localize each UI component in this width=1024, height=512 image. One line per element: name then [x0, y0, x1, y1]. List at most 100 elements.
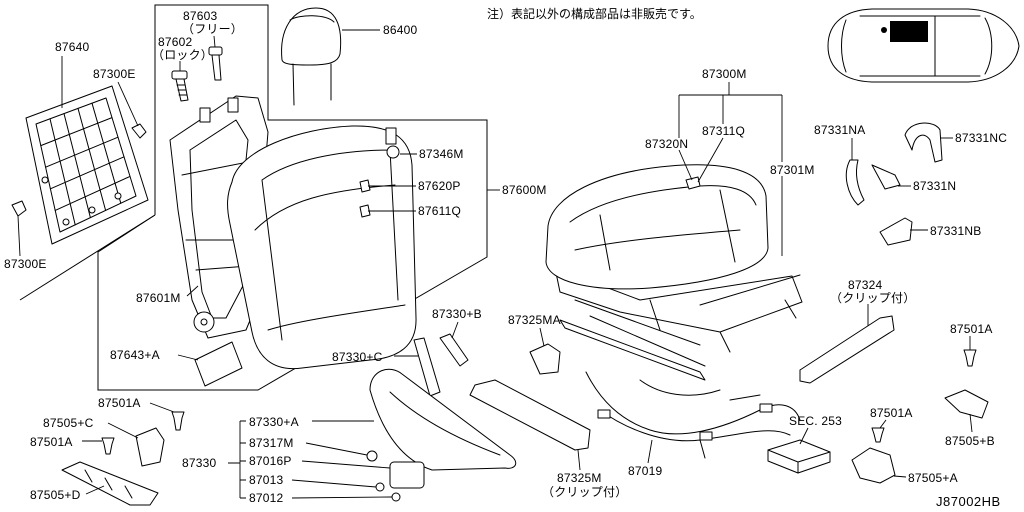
back-board-hole — [41, 176, 49, 184]
callout-87300e-top[interactable]: 87300E — [93, 67, 136, 81]
leader-87320n — [678, 149, 693, 181]
callout-87317m[interactable]: 87317M — [249, 436, 294, 450]
callout-87331na[interactable]: 87331NA — [814, 123, 865, 137]
back-cushion-seams — [254, 149, 406, 341]
callout-87019[interactable]: 87019 — [628, 464, 662, 478]
control-unit-sec-253 — [767, 439, 831, 474]
part-87324-drawing — [799, 315, 895, 384]
callout-87603[interactable]: 87603 — [183, 9, 217, 23]
part-87331nc-drawing — [904, 122, 943, 163]
leader-87330b — [451, 321, 459, 339]
back-board-hole — [114, 192, 122, 200]
callout-87611q[interactable]: 87611Q — [418, 204, 461, 218]
callout-87603-note: （フリー） — [182, 22, 243, 36]
leader-87330-bracket — [228, 420, 246, 499]
callout-87331n[interactable]: 87331N — [913, 179, 956, 193]
clip-87300e-top — [131, 123, 147, 139]
callout-87505a[interactable]: 87505+A — [908, 471, 958, 485]
callout-87600m[interactable]: 87600M — [502, 183, 547, 197]
leader-87505a — [893, 475, 907, 478]
callout-87320n[interactable]: 87320N — [645, 137, 688, 151]
callout-87620p[interactable]: 87620P — [418, 179, 461, 193]
guide-free-stem — [211, 54, 222, 81]
back-frame-tab — [227, 97, 239, 113]
cushion-frame-rails — [574, 274, 801, 367]
back-board-drawing — [11, 85, 149, 245]
callout-87505b[interactable]: 87505+B — [945, 434, 995, 448]
callout-87300m[interactable]: 87300M — [702, 67, 747, 81]
rail-cover-ribs — [84, 469, 133, 499]
callout-87330[interactable]: 87330 — [182, 456, 216, 470]
callout-labels: 注）表記以外の構成部品は非販売です。 87640 87300E 87603 （フ… — [4, 6, 1007, 509]
headrest-drawing — [281, 7, 342, 106]
callout-87602[interactable]: 87602 — [158, 35, 192, 49]
callout-87643a[interactable]: 87643+A — [110, 348, 160, 362]
callout-87331nc[interactable]: 87331NC — [955, 131, 1007, 145]
lever-87016p — [389, 461, 425, 489]
screw-87501a-left-bottom — [101, 437, 115, 455]
callout-86400[interactable]: 86400 — [383, 23, 417, 37]
clip-87611q — [359, 204, 371, 218]
harness-drawing — [585, 371, 831, 474]
back-board-inner — [35, 97, 137, 233]
part-87331nb-drawing — [879, 217, 913, 246]
leader-87325m — [577, 449, 581, 471]
part-87346m-knob — [386, 145, 400, 159]
callout-87012[interactable]: 87012 — [249, 491, 283, 505]
leader-87603 — [213, 35, 216, 48]
seat-back-group-frame — [97, 4, 488, 391]
leader-87311q — [697, 137, 724, 183]
callout-87505c[interactable]: 87505+C — [43, 416, 94, 430]
callout-87301m[interactable]: 87301M — [770, 163, 815, 177]
leader-87601m — [186, 285, 199, 297]
callout-sec-253[interactable]: SEC. 253 — [789, 414, 842, 428]
leader-87501a-left-top — [149, 402, 175, 413]
callout-87330a[interactable]: 87330+A — [249, 415, 299, 429]
callout-87330b[interactable]: 87330+B — [432, 307, 482, 321]
cushion-side-parts-drawing — [799, 122, 989, 484]
callout-87300e-bottom[interactable]: 87300E — [4, 257, 47, 271]
callout-87640[interactable]: 87640 — [55, 40, 89, 54]
callout-87501a-right[interactable]: 87501A — [950, 322, 993, 336]
bracket-87505c — [135, 427, 165, 467]
callout-87505d[interactable]: 87505+D — [30, 488, 81, 502]
callout-87325m[interactable]: 87325M — [557, 471, 602, 485]
cushion-frame-base — [554, 267, 803, 333]
headrest-post-left — [292, 63, 295, 106]
pad-87643a — [194, 341, 243, 387]
callout-87331nb[interactable]: 87331NB — [930, 224, 981, 238]
leader-87505d — [85, 485, 105, 495]
cushion-trim-clip — [685, 176, 701, 190]
seat-location-dot — [881, 27, 887, 33]
callout-87501a-mid[interactable]: 87501A — [870, 406, 913, 420]
harness-connector — [597, 409, 611, 419]
callout-87325ma[interactable]: 87325MA — [508, 313, 561, 327]
callout-87324[interactable]: 87324 — [848, 278, 882, 292]
vehicle-locator — [827, 8, 1020, 83]
leader-87300e-top — [117, 81, 139, 127]
part-87331na-drawing — [845, 159, 865, 206]
callout-87330c[interactable]: 87330+C — [332, 350, 383, 364]
headrest-seam — [289, 15, 335, 23]
side-shield-detail — [389, 391, 501, 456]
car-outline-icon — [827, 8, 1020, 83]
guide-lock-cap — [171, 70, 188, 80]
seat-location-marker — [890, 21, 928, 42]
callout-87311q[interactable]: 87311Q — [702, 124, 745, 138]
callout-87601m[interactable]: 87601M — [136, 291, 181, 305]
knob-87013 — [375, 482, 385, 492]
headrest-pad — [281, 7, 342, 66]
part-87330b-drawing — [439, 333, 469, 367]
side-finisher-drawing — [366, 333, 591, 502]
leader-87501a-mid — [879, 419, 887, 429]
callout-87501a-left-bottom[interactable]: 87501A — [30, 435, 73, 449]
callout-87016p[interactable]: 87016P — [249, 454, 292, 468]
seat-cushion-drawing — [545, 164, 803, 381]
harness-connector — [699, 431, 713, 441]
callout-87346m[interactable]: 87346M — [419, 147, 464, 161]
callout-87501a-left-top[interactable]: 87501A — [98, 396, 141, 410]
group-frames — [19, 4, 488, 391]
callout-87013[interactable]: 87013 — [249, 473, 283, 487]
leader-lines — [17, 29, 973, 499]
